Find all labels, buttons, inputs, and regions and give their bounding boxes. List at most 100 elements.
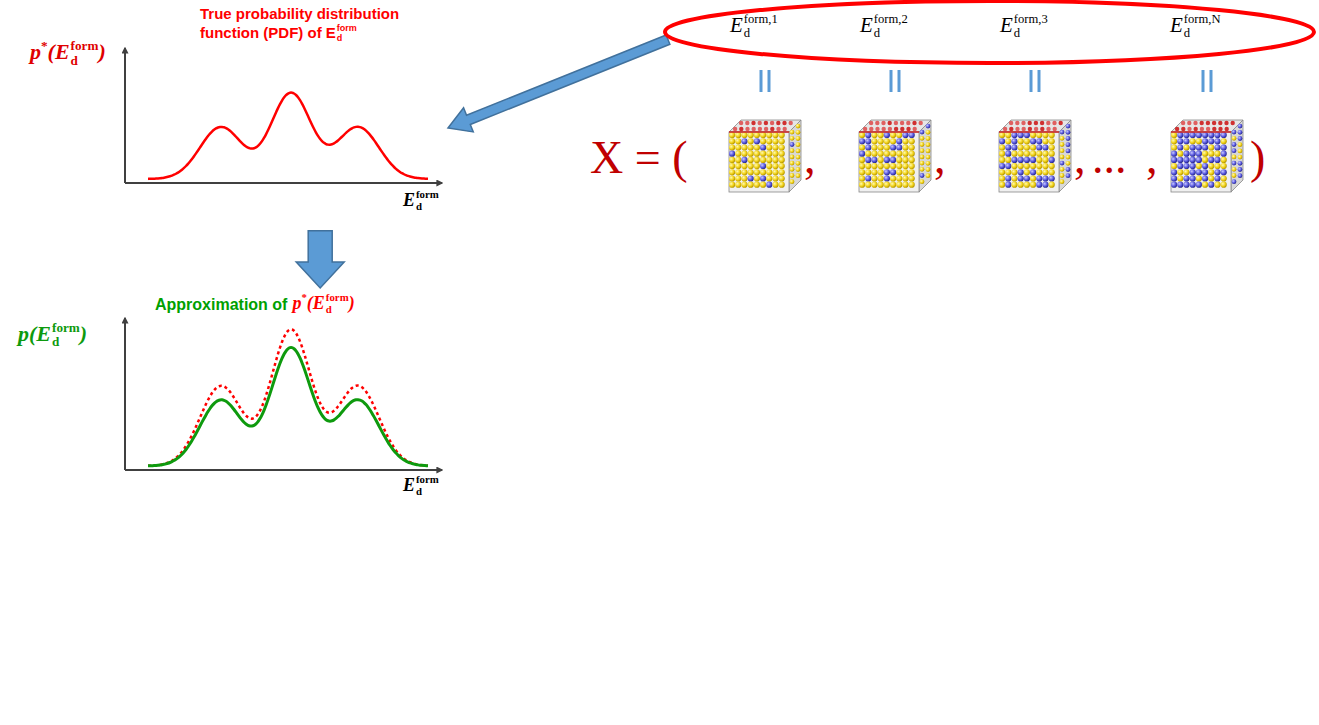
atom bbox=[871, 169, 877, 175]
atom bbox=[1030, 169, 1036, 175]
atom bbox=[1171, 144, 1177, 150]
atom bbox=[926, 136, 931, 141]
atom bbox=[1190, 169, 1196, 175]
atom bbox=[772, 144, 778, 150]
atom bbox=[1221, 138, 1227, 144]
atom bbox=[741, 132, 747, 138]
atom bbox=[1005, 138, 1011, 144]
atom bbox=[790, 148, 795, 153]
atom bbox=[1171, 138, 1177, 144]
plot-heading-symbol: p*(Eformd) bbox=[292, 291, 354, 323]
equal-bar bbox=[898, 70, 901, 92]
atom bbox=[779, 138, 785, 144]
atom bbox=[1232, 179, 1237, 184]
atom bbox=[1177, 138, 1183, 144]
atom bbox=[783, 127, 787, 131]
atom bbox=[1232, 148, 1237, 153]
atom bbox=[772, 132, 778, 138]
atom bbox=[1183, 163, 1189, 169]
atom bbox=[890, 157, 896, 163]
atom bbox=[926, 173, 931, 178]
atom bbox=[1196, 163, 1202, 169]
atom bbox=[770, 127, 774, 131]
atom bbox=[748, 175, 754, 181]
atom bbox=[745, 127, 749, 131]
cube-top-face bbox=[729, 120, 801, 132]
atom bbox=[909, 182, 915, 188]
atom bbox=[1049, 157, 1055, 163]
separator: , bbox=[934, 132, 946, 185]
atom bbox=[772, 151, 778, 157]
atom bbox=[1238, 155, 1243, 160]
atom bbox=[766, 182, 772, 188]
atom bbox=[748, 144, 754, 150]
atom bbox=[760, 163, 766, 169]
atom bbox=[766, 132, 772, 138]
atom bbox=[741, 163, 747, 169]
ellipse-outline bbox=[665, 1, 1314, 63]
atom bbox=[1232, 173, 1237, 178]
atom bbox=[890, 182, 896, 188]
atom bbox=[878, 151, 884, 157]
atom bbox=[1175, 127, 1179, 131]
atom bbox=[741, 138, 747, 144]
set-symbol: X = ( bbox=[590, 132, 687, 185]
atom bbox=[1060, 173, 1065, 178]
atom bbox=[871, 151, 877, 157]
plot-heading: True probability distribution function (… bbox=[200, 5, 436, 51]
atom bbox=[1060, 142, 1065, 147]
atom bbox=[1005, 157, 1011, 163]
atom bbox=[1196, 132, 1202, 138]
atom bbox=[733, 127, 737, 131]
atom bbox=[1034, 127, 1038, 131]
atom bbox=[1171, 163, 1177, 169]
atom bbox=[776, 121, 780, 125]
top-plot-axes bbox=[125, 48, 442, 183]
atom bbox=[1060, 161, 1065, 166]
atom bbox=[1049, 169, 1055, 175]
atom bbox=[735, 169, 741, 175]
atom bbox=[884, 138, 890, 144]
atom bbox=[748, 132, 754, 138]
atom bbox=[754, 182, 760, 188]
atom bbox=[882, 127, 886, 131]
true-pdf-plot: True probability distribution function (… bbox=[10, 5, 450, 225]
atom bbox=[748, 163, 754, 169]
atom bbox=[1202, 175, 1208, 181]
atom bbox=[1171, 182, 1177, 188]
atom bbox=[881, 121, 885, 125]
atom bbox=[999, 157, 1005, 163]
atom bbox=[754, 169, 760, 175]
atom bbox=[1196, 138, 1202, 144]
atom bbox=[896, 169, 902, 175]
atom bbox=[1042, 138, 1048, 144]
atom bbox=[1036, 151, 1042, 157]
atom bbox=[919, 121, 923, 125]
atom bbox=[1053, 127, 1057, 131]
atom bbox=[1202, 182, 1208, 188]
atom bbox=[1030, 138, 1036, 144]
atom bbox=[1046, 121, 1050, 125]
atom bbox=[1177, 163, 1183, 169]
atom bbox=[1181, 127, 1185, 131]
bottom-plot-axes bbox=[125, 318, 442, 470]
atom bbox=[1036, 169, 1042, 175]
atom bbox=[790, 173, 795, 178]
atom bbox=[758, 121, 762, 125]
atom bbox=[909, 151, 915, 157]
true-pdf-curve bbox=[148, 93, 428, 179]
atom bbox=[764, 121, 768, 125]
atom bbox=[1206, 121, 1210, 125]
atom bbox=[871, 138, 877, 144]
atom bbox=[760, 144, 766, 150]
atom bbox=[859, 132, 865, 138]
atom bbox=[748, 169, 754, 175]
atom bbox=[1202, 144, 1208, 150]
atom bbox=[1190, 138, 1196, 144]
atom bbox=[865, 144, 871, 150]
atom bbox=[1036, 182, 1042, 188]
atom bbox=[1042, 182, 1048, 188]
atom bbox=[729, 163, 735, 169]
atom bbox=[1066, 155, 1071, 160]
atom bbox=[1066, 149, 1071, 154]
